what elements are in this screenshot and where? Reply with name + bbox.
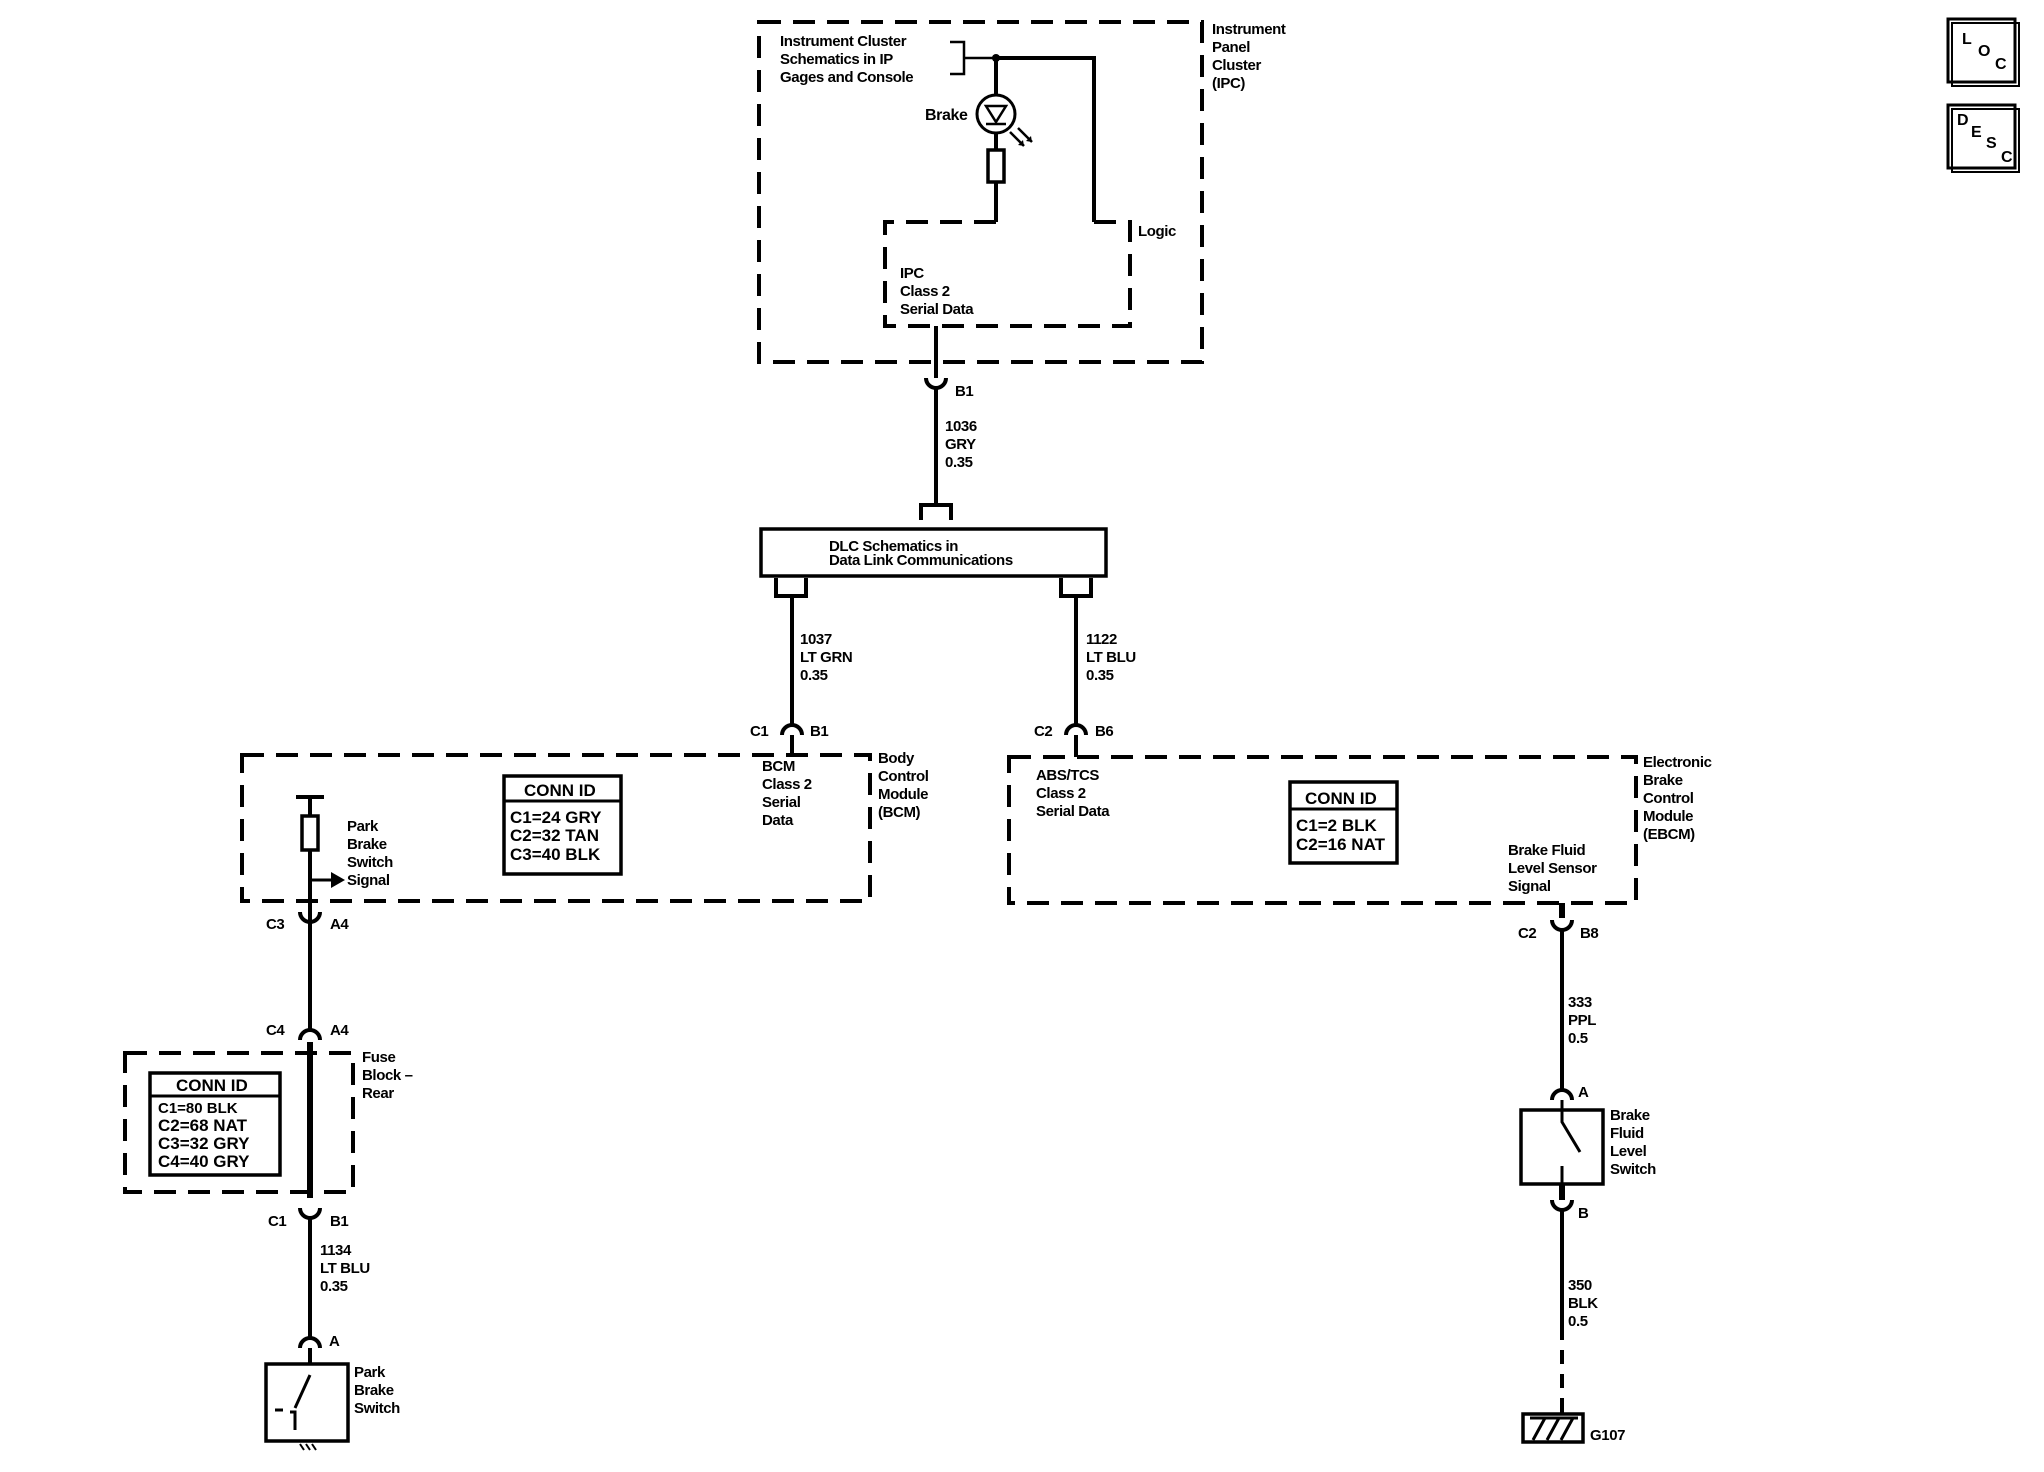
svg-text:C4=40 GRY: C4=40 GRY <box>158 1152 250 1171</box>
bcm-module: Body Control Module (BCM) BCM Class 2 Se… <box>240 750 932 920</box>
svg-text:CONN ID: CONN ID <box>524 781 596 800</box>
brake-lamp-label: Brake <box>925 107 968 124</box>
ground-label: G107 <box>1590 1427 1625 1444</box>
dlc-reference-box[interactable]: DLC Schematics in Data Link Communicatio… <box>759 503 1108 598</box>
svg-text:B1: B1 <box>810 723 828 740</box>
svg-text:C2=68 NAT: C2=68 NAT <box>158 1116 248 1135</box>
desc-letter-c: C <box>2001 149 2013 166</box>
wire-350-label: 350 BLK 0.5 <box>1568 1277 1601 1330</box>
svg-text:C1: C1 <box>750 723 768 740</box>
ipc-serial-data-label: IPC Class 2 Serial Data <box>900 265 974 318</box>
connector-ebcm-c2-b8: C2 B8 <box>1518 919 1599 942</box>
park-brake-switch: A Park Brake Switch <box>264 1333 401 1451</box>
ipc-schematic-reference[interactable]: Instrument Cluster Schematics in IP Gage… <box>780 33 914 86</box>
desc-letter-e: E <box>1971 124 1982 141</box>
svg-text:C2: C2 <box>1518 925 1536 942</box>
desc-letter-s: S <box>1986 135 1997 152</box>
ebcm-conn-id-table: CONN ID C1=2 BLK C2=16 NAT <box>1288 780 1399 865</box>
svg-text:C2=16 NAT: C2=16 NAT <box>1296 835 1386 854</box>
loc-letter-c: C <box>1995 56 2007 73</box>
park-brake-signal-label: Park Brake Switch Signal <box>347 818 397 889</box>
connector-fuse-c1-b1: C1 B1 <box>268 1207 349 1230</box>
wire-1122-label: 1122 LT BLU 0.35 <box>1086 631 1140 684</box>
svg-text:B: B <box>1578 1205 1589 1222</box>
svg-text:B1: B1 <box>955 383 973 400</box>
svg-text:C4: C4 <box>266 1022 285 1039</box>
svg-text:CONN ID: CONN ID <box>1305 789 1377 808</box>
loc-letter-l: L <box>1962 31 1972 48</box>
ipc-logic-feed-wire <box>996 56 1096 222</box>
connector-bcm-c3-a4: C3 A4 <box>266 911 350 933</box>
svg-text:B8: B8 <box>1580 925 1598 942</box>
brake-warning-lamp-icon <box>975 93 1033 147</box>
connector-fuse-c4-a4: C4 A4 <box>266 1022 350 1041</box>
svg-text:A4: A4 <box>330 916 349 933</box>
svg-text:A: A <box>329 1333 340 1350</box>
svg-text:C1=80 BLK: C1=80 BLK <box>158 1100 238 1117</box>
ebcm-module-name: Electronic Brake Control Module (EBCM) <box>1643 754 1715 843</box>
loc-letter-o: O <box>1978 43 1990 60</box>
svg-text:C3=32 GRY: C3=32 GRY <box>158 1134 250 1153</box>
wire-1037-label: 1037 LT GRN 0.35 <box>800 631 856 684</box>
loc-button[interactable]: L O C <box>1946 17 2020 87</box>
fuse-block-rear: Fuse Block – Rear CONN ID C1=80 BLK C2=6… <box>123 1042 416 1198</box>
svg-text:C1=2 BLK: C1=2 BLK <box>1296 816 1377 835</box>
ipc-logic-label: Logic <box>1138 223 1176 240</box>
ipc-module: Instrument Panel Cluster (IPC) Instrumen… <box>757 20 1289 364</box>
ground-icon <box>1521 1398 1585 1444</box>
signal-arrow-icon <box>331 872 345 888</box>
svg-text:C2: C2 <box>1034 723 1052 740</box>
svg-text:CONN ID: CONN ID <box>176 1076 248 1095</box>
brake-fluid-level-switch: A Brake Fluid Level Switch B <box>1519 1084 1657 1222</box>
svg-text:C1=24 GRY: C1=24 GRY <box>510 808 602 827</box>
bcm-conn-id-table: CONN ID C1=24 GRY C2=32 TAN C3=40 BLK <box>502 774 623 876</box>
connector-ipc-b1: B1 <box>924 377 974 400</box>
wire-1036-label: 1036 GRY 0.35 <box>945 418 981 471</box>
bcm-module-name: Body Control Module (BCM) <box>878 750 932 821</box>
brake-fluid-signal-label: Brake Fluid Level Sensor Signal <box>1508 842 1600 895</box>
svg-text:C3=40 BLK: C3=40 BLK <box>510 845 601 864</box>
ebcm-serial-data-label: ABS/TCS Class 2 Serial Data <box>1036 767 1110 820</box>
splice-dot <box>992 54 1000 62</box>
desc-button[interactable]: D E S C <box>1946 103 2020 173</box>
svg-text:C3: C3 <box>266 916 284 933</box>
wire-1134-label: 1134 LT BLU 0.35 <box>320 1242 374 1295</box>
park-brake-switch-label: Park Brake Switch <box>354 1364 400 1417</box>
svg-text:C1: C1 <box>268 1213 286 1230</box>
fuse-block-name: Fuse Block – Rear <box>362 1049 416 1102</box>
svg-text:B1: B1 <box>330 1213 348 1230</box>
lamp-resistor-icon <box>986 148 1006 184</box>
connector-bcm-c1-b1: C1 B1 <box>750 723 829 740</box>
park-brake-switch-icon <box>264 1362 350 1443</box>
fluid-level-switch-label: Brake Fluid Level Switch <box>1610 1107 1656 1178</box>
ipc-module-name: Instrument Panel Cluster (IPC) <box>1212 21 1289 92</box>
desc-letter-d: D <box>1957 112 1968 129</box>
svg-text:C2=32 TAN: C2=32 TAN <box>510 826 599 845</box>
bcm-serial-data-label: BCM Class 2 Serial Data <box>762 758 816 829</box>
fuse-block-conn-id-table: CONN ID C1=80 BLK C2=68 NAT C3=32 GRY C4… <box>148 1071 282 1177</box>
wire-333-label: 333 PPL 0.5 <box>1568 994 1599 1047</box>
pullup-resistor-icon <box>300 814 320 852</box>
svg-text:A: A <box>1578 1084 1589 1101</box>
connector-ebcm-c2-b6: C2 B6 <box>1034 723 1114 740</box>
svg-text:A4: A4 <box>330 1022 349 1039</box>
dlc-reference-text: DLC Schematics in Data Link Communicatio… <box>829 538 1013 569</box>
ebcm-module: Electronic Brake Control Module (EBCM) A… <box>1007 754 1715 905</box>
svg-text:B6: B6 <box>1095 723 1113 740</box>
